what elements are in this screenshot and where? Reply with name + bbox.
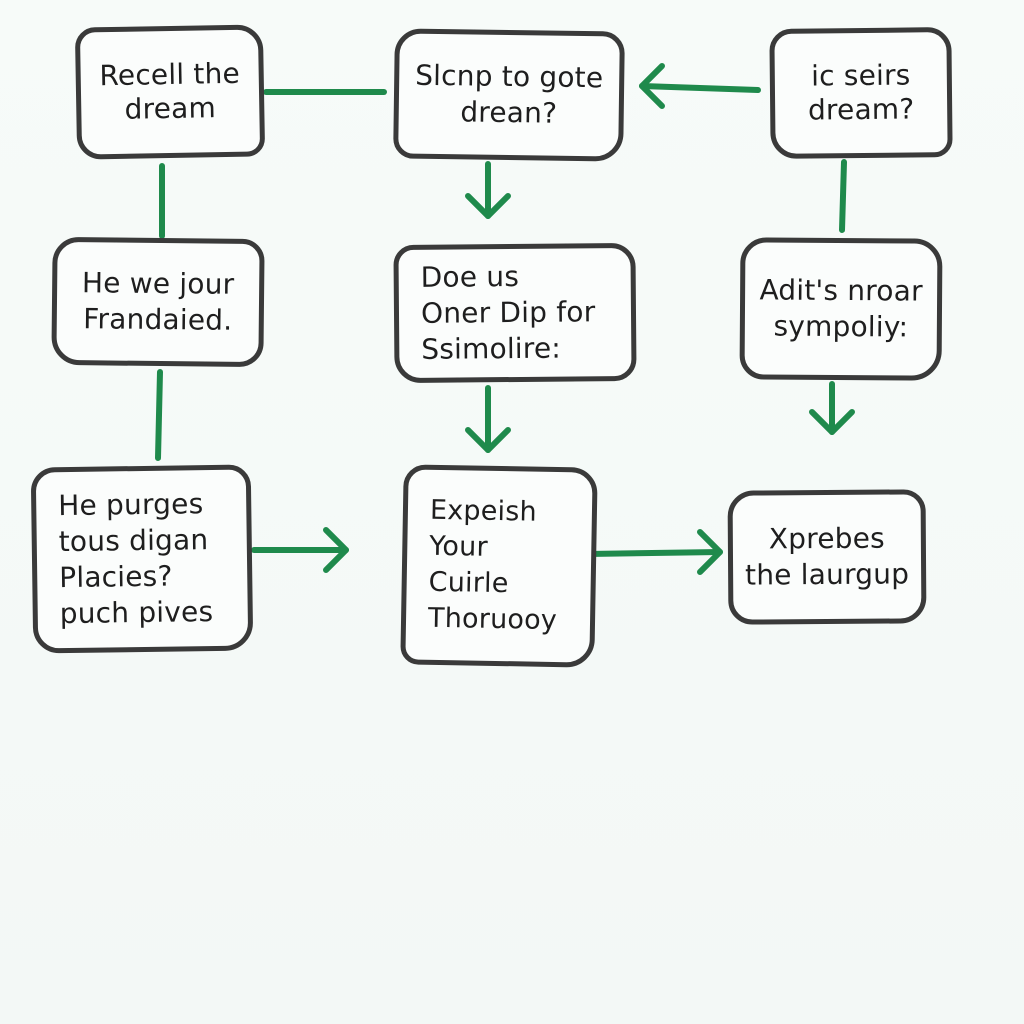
- node-text-line: Recell the: [99, 56, 241, 93]
- arrowhead-icon: [697, 529, 723, 575]
- connector-n4-n7: [155, 369, 163, 461]
- node-adits-nroar: Adit's nroar sympoliy:: [739, 237, 943, 381]
- node-doe-us-oner-dip: Doe us Oner Dip for Ssimolire:: [393, 242, 637, 384]
- node-xprebes-the-laurgup: Xprebes the laurgup: [727, 489, 927, 625]
- connector-n3-n6: [839, 159, 847, 233]
- node-text-line: Expeish: [429, 494, 538, 528]
- node-text-line: Oner Dip for: [420, 295, 596, 330]
- node-text-line: tous digan: [58, 523, 209, 559]
- node-recall-dream: Recell the dream: [74, 24, 266, 160]
- node-he-purges: He purges tous digan Placies? puch pives: [30, 464, 254, 654]
- connector-n6-n9: [809, 381, 855, 435]
- connector-n7-n8: [251, 527, 349, 573]
- node-text-line: dream?: [807, 92, 915, 127]
- node-he-we-jour: He we jour Frandaied.: [51, 236, 265, 368]
- node-text-line: the laurgup: [744, 557, 910, 592]
- node-text-line: Your: [429, 530, 489, 563]
- node-text-line: He purges: [58, 487, 204, 523]
- node-text-line: dream: [124, 91, 217, 126]
- node-text-line: puch pives: [59, 595, 214, 631]
- node-expeish-your-cuirle: Expeish Your Cuirle Thoruooy: [400, 464, 598, 668]
- node-text-line: He we jour: [81, 266, 235, 301]
- node-text-line: Frandaied.: [83, 302, 233, 337]
- node-text-line: ic seirs: [810, 58, 911, 93]
- node-text-line: Placies?: [59, 559, 173, 595]
- connector-n3-n2: [639, 63, 761, 109]
- arrowhead-icon: [465, 193, 511, 219]
- connector-n8-n9: [585, 529, 723, 575]
- node-text-line: Adit's nroar: [759, 273, 923, 308]
- connector-n5-n8: [465, 385, 511, 453]
- node-sleep-to-gate-dream: Slcnp to gote drean?: [393, 28, 625, 162]
- node-text-line: Doe us: [420, 259, 520, 294]
- node-text-line: drean?: [460, 95, 558, 130]
- connector-n2-n5: [465, 161, 511, 219]
- arrowhead-icon: [809, 409, 855, 435]
- arrowhead-icon: [465, 427, 511, 453]
- node-text-line: Ssimolire:: [421, 331, 562, 366]
- node-text-line: Xprebes: [768, 521, 886, 556]
- node-ic-seirs-dream: ic seirs dream?: [769, 27, 953, 159]
- node-text-line: Cuirle: [428, 566, 509, 600]
- node-text-line: Slcnp to gote: [414, 58, 604, 95]
- arrowhead-icon: [323, 527, 349, 573]
- node-text-line: sympoliy:: [773, 309, 909, 344]
- node-text-line: Thoruooy: [427, 602, 558, 637]
- arrowhead-icon: [639, 63, 665, 109]
